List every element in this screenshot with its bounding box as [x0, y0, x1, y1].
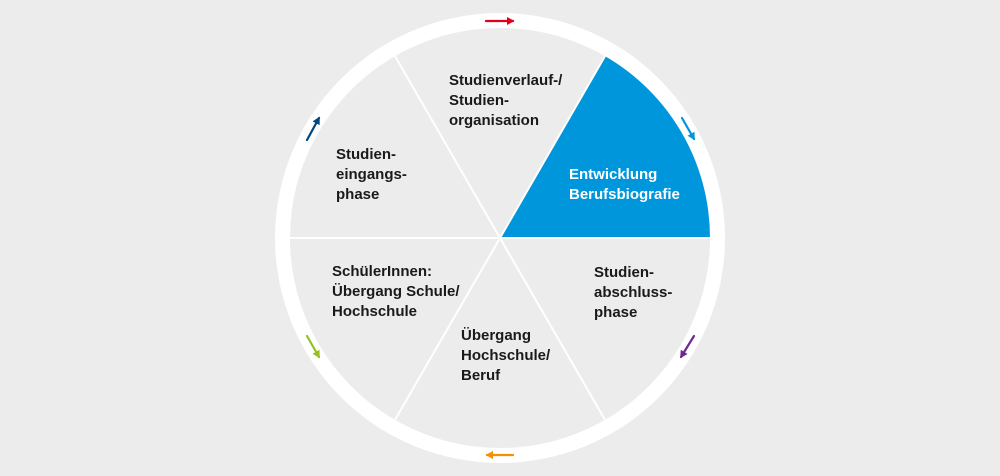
- segment-label-line: Studienverlauf-/: [449, 72, 563, 89]
- cycle-arrow-upper-right-icon: [680, 116, 696, 141]
- segment-label-line: phase: [594, 304, 637, 321]
- cycle-arrow-bottom-icon: [485, 451, 515, 459]
- segment-label-line: Beruf: [461, 367, 501, 384]
- segment-uebergang-hochschule-beruf[interactable]: [395, 238, 605, 449]
- segment-schuelerinnen-uebergang[interactable]: [290, 238, 500, 420]
- segment-label-line: abschluss-: [594, 284, 672, 301]
- segment-label-studienabschlussphase: Studien-abschluss-phase: [594, 264, 672, 321]
- segment-label-line: Übergang Schule/: [332, 283, 460, 300]
- cycle-arrow-upper-left-icon: [305, 116, 321, 142]
- segment-divider: [499, 237, 606, 421]
- segment-label-line: Berufsbiografie: [569, 186, 680, 203]
- cycle-arrow-lower-left-icon: [305, 334, 321, 359]
- segment-studienabschlussphase[interactable]: [500, 238, 710, 420]
- segment-divider: [394, 55, 501, 239]
- segment-studienverlauf-organisation[interactable]: [395, 27, 605, 238]
- segment-label-line: SchülerInnen:: [332, 263, 432, 280]
- segment-label-line: Entwicklung: [569, 166, 657, 183]
- segment-divider: [394, 237, 501, 421]
- segment-label-studieneingangsphase: Studien-eingangs-phase: [336, 146, 407, 203]
- segment-label-line: Hochschule: [332, 303, 417, 320]
- segment-label-studienverlauf-organisation: Studienverlauf-/ Studien-organisation: [449, 72, 563, 129]
- segment-label-line: organisation: [449, 112, 539, 129]
- segment-divider: [499, 55, 606, 239]
- segment-label-line: Studien-: [449, 92, 509, 109]
- segment-label-line: eingangs-: [336, 166, 407, 183]
- segment-label-line: phase: [336, 186, 379, 203]
- segment-studieneingangsphase[interactable]: [290, 56, 500, 238]
- segment-label-line: Übergang: [461, 327, 531, 344]
- cycle-arrow-top-icon: [484, 17, 515, 25]
- segment-label-line: Hochschule/: [461, 347, 551, 364]
- segment-label-schuelerinnen-uebergang: SchülerInnen: Übergang Schule/Hochschule: [332, 263, 460, 320]
- segment-entwicklung-berufsbiografie[interactable]: [500, 56, 710, 238]
- segment-label-line: Studien-: [594, 264, 654, 281]
- segment-label-line: Studien-: [336, 146, 396, 163]
- cycle-arrow-lower-right-icon: [679, 334, 696, 359]
